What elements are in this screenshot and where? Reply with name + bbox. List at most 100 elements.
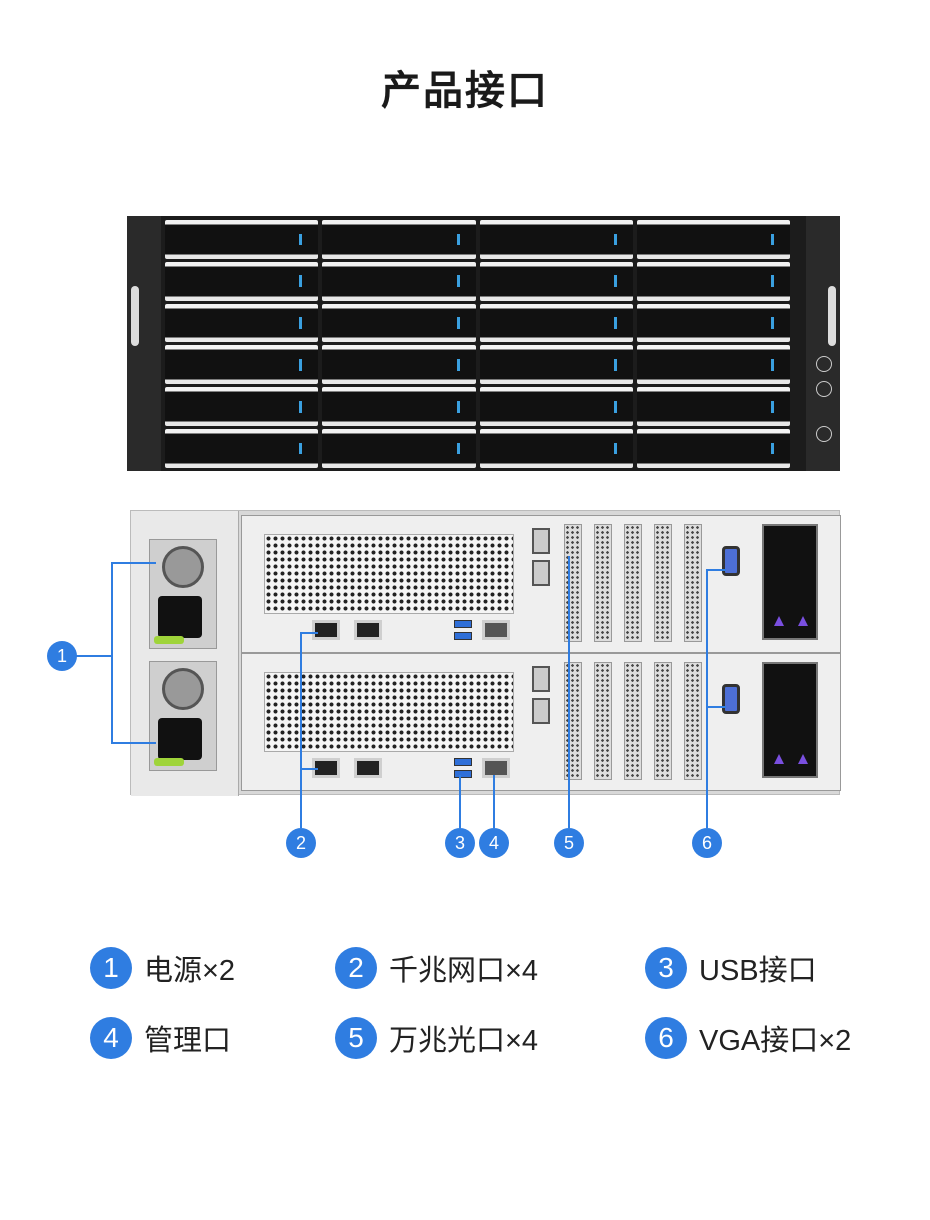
pcie-slot-cover [684,662,702,780]
gigabit-port [312,620,340,640]
legend-badge: 4 [90,1017,132,1059]
legend-label: VGA接口×2 [699,1025,852,1057]
drive-bay [322,261,476,301]
drive-bay [479,387,633,427]
callout-line [706,706,726,708]
drive-tray [762,662,818,778]
legend-item: 6 VGA接口×2 [645,1017,851,1059]
callout-line [300,632,318,634]
drive-bay [636,429,790,468]
pcie-slot-cover [684,524,702,642]
drive-bay [165,220,319,259]
power-button-icon [816,356,832,372]
left-rack-ear [127,216,161,471]
usb-port [454,770,472,778]
callout-line [111,562,156,564]
server-rear-view [130,510,841,796]
drive-bay [636,303,790,343]
callout-line [706,569,726,571]
usb-port [454,632,472,640]
drive-bay [322,429,476,468]
pcie-slot-cover [594,524,612,642]
legend-item: 3 USB接口 [645,947,817,989]
callout-3: 3 [445,828,475,858]
drive-bay [479,261,633,301]
fan-icon [162,546,204,588]
drive-bay [636,345,790,385]
drive-bay [165,261,319,301]
drive-tray [762,524,818,640]
pcie-slot-cover [594,662,612,780]
legend-badge: 1 [90,947,132,989]
server-front-view [127,216,840,471]
legend-badge: 5 [335,1017,377,1059]
drive-bay [636,387,790,427]
legend-label: 管理口 [144,1025,232,1057]
drive-bay [479,220,633,259]
status-b-icon [816,426,832,442]
psu-latch [154,636,184,644]
drive-bays [165,220,790,468]
drive-bay [165,387,319,427]
power-supply [149,661,217,771]
callout-5: 5 [554,828,584,858]
server-node [241,515,841,653]
callout-6: 6 [692,828,722,858]
legend-badge: 3 [645,947,687,989]
mgmt-port [482,758,510,778]
drive-bay [322,220,476,259]
drive-bay [479,303,633,343]
callout-line [111,742,156,744]
right-rack-ear [806,216,840,471]
vent-grille [264,534,514,614]
server-node [241,653,841,791]
page-title: 产品接口 [381,68,549,114]
drive-bay [165,345,319,385]
pcie-slot-cover [654,662,672,780]
psu-latch [154,758,184,766]
drive-bay [322,387,476,427]
fan-icon [162,668,204,710]
psu-bay [131,511,239,796]
handle [131,286,139,346]
legend-item: 4 管理口 [90,1017,231,1059]
pcie-slot-cover [564,524,582,642]
callout-line [75,655,111,657]
sfp-port [532,528,550,554]
power-supply [149,539,217,649]
sfp-port [532,698,550,724]
legend-label: USB接口 [699,955,817,987]
legend-item: 5 万兆光口×4 [335,1017,538,1059]
callout-line [706,569,708,828]
sfp-port [532,666,550,692]
pcie-slot-cover [654,524,672,642]
drive-bay [636,220,790,259]
mgmt-port [482,620,510,640]
vga-port [722,684,740,714]
callout-1: 1 [47,641,77,671]
callout-line [493,775,495,828]
callout-line [459,775,461,828]
drive-bay [165,303,319,343]
power-plug [158,718,202,760]
gigabit-port [354,620,382,640]
legend-badge: 2 [335,947,377,989]
callout-line [568,556,570,828]
drive-bay [479,429,633,468]
power-plug [158,596,202,638]
callout-line [300,768,318,770]
drive-bay [322,303,476,343]
drive-bay [322,345,476,385]
callout-2: 2 [286,828,316,858]
pcie-slot-cover [624,662,642,780]
vga-port [722,546,740,576]
usb-port [454,758,472,766]
drive-bay [479,345,633,385]
gigabit-port [354,758,382,778]
legend-badge: 6 [645,1017,687,1059]
legend-label: 万兆光口×4 [389,1025,539,1057]
handle [828,286,836,346]
sfp-port [532,560,550,586]
pcie-slot-cover [624,524,642,642]
